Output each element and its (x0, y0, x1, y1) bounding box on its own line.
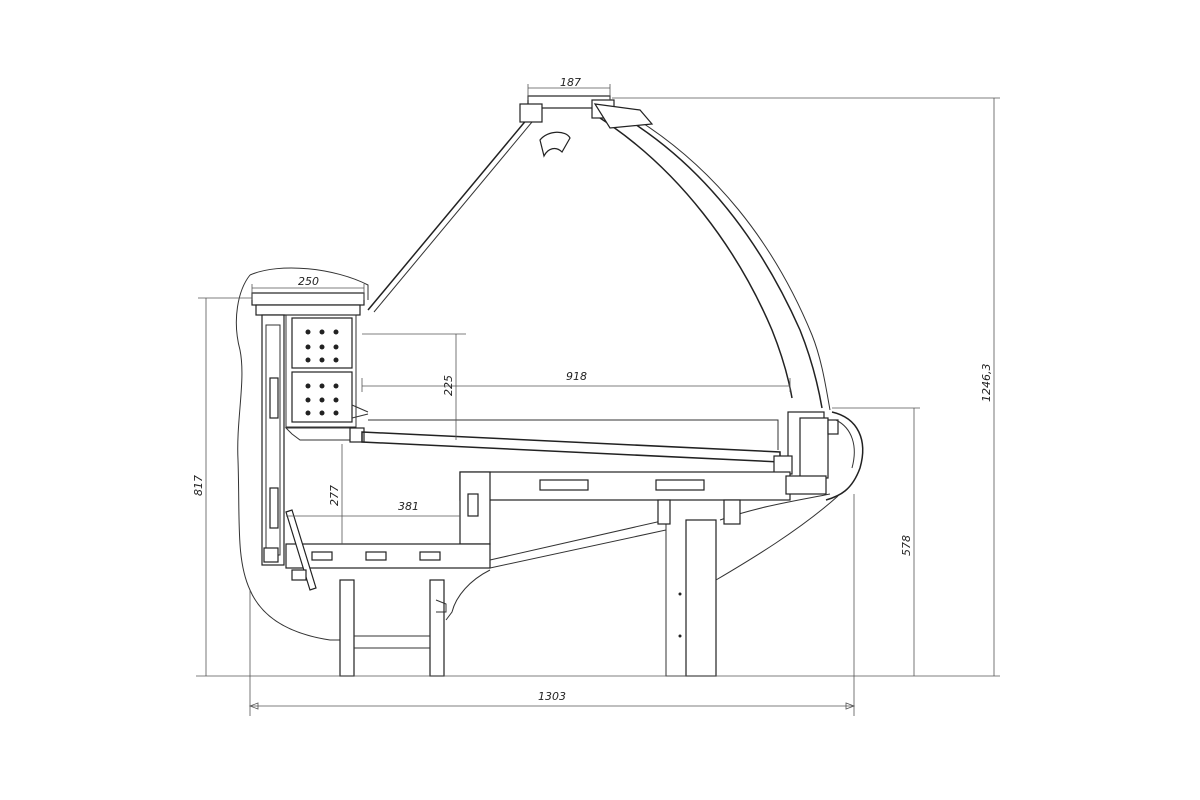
front-step (773, 455, 793, 475)
rear-strut (285, 509, 317, 591)
dim-top-width-label: 187 (560, 76, 581, 89)
lower-shelf-slot-2 (365, 551, 387, 561)
dim-upper-shelf (251, 284, 365, 300)
dim-total-length-label: 1303 (538, 690, 566, 703)
front-bumper (825, 411, 864, 501)
front-glass-outer (611, 109, 823, 409)
front-panel-knob (827, 419, 839, 435)
compressor-top-2 (723, 499, 741, 525)
top-cap-left-block (519, 103, 543, 123)
leg-bracket (435, 599, 447, 613)
rear-shelf-bracket (284, 427, 353, 441)
top-cap-hinge (593, 103, 654, 129)
container-bracket (351, 404, 369, 419)
dim-upper-shelf-label: 250 (298, 275, 319, 288)
front-curve-lower (715, 495, 839, 581)
upper-shelf-top (251, 292, 365, 306)
upper-shelf-lip (255, 304, 361, 316)
rear-glass-2 (373, 121, 533, 313)
rear-column-slot-2 (269, 487, 279, 529)
dim-display-depth (361, 378, 791, 392)
dim-total-height-label: 1246,3 (980, 364, 993, 403)
dim-front-height (832, 407, 920, 676)
dim-top-width (527, 84, 611, 100)
compressor-box (685, 519, 717, 677)
lower-tray (459, 471, 791, 501)
rear-strut-foot (291, 569, 307, 581)
front-glass-frame (624, 111, 831, 411)
dim-left-height-label: 817 (192, 475, 205, 496)
upper-container-frame (285, 314, 357, 428)
rear-column-slot-1 (269, 377, 279, 419)
lower-tray-right (785, 475, 827, 495)
lower-shelf-slot-1 (311, 551, 333, 561)
container-dots (305, 329, 339, 416)
lower-shelf-slot-3 (419, 551, 441, 561)
front-glass-inner (599, 117, 793, 399)
dim-display-depth-label: 918 (566, 370, 587, 383)
rear-glass (367, 117, 529, 311)
lower-left-box-slot (467, 493, 479, 517)
lower-curve (445, 569, 491, 621)
dim-lower-depth-label: 381 (398, 500, 419, 513)
rear-column-foot (263, 547, 279, 563)
lower-tray-slot-1 (539, 479, 589, 491)
compressor-top-1 (657, 499, 671, 525)
display-deck (361, 431, 781, 463)
front-bumper-inner (835, 419, 855, 469)
rear-shelf-small (349, 427, 365, 443)
left-leg (339, 579, 355, 677)
top-lamp (539, 131, 571, 158)
compressor-dot-1 (678, 592, 682, 596)
dim-upper-clearance (362, 333, 466, 440)
leg-crossbar (354, 635, 430, 649)
right-leg (429, 579, 445, 677)
rear-outline (235, 267, 369, 641)
dim-upper-clearance-label: 225 (442, 375, 455, 396)
dim-total-length (248, 494, 856, 716)
dim-total-height (612, 97, 1000, 676)
compressor-dot-2 (678, 634, 682, 638)
dim-left-height (198, 297, 252, 676)
display-deck-glass-line (368, 419, 779, 450)
front-panel-mid (799, 417, 829, 479)
lower-tray-slot-2 (655, 479, 705, 491)
dim-front-height-label: 578 (900, 535, 913, 556)
dim-lower-clearance-label: 277 (328, 485, 341, 506)
bottom-pan (489, 519, 667, 569)
